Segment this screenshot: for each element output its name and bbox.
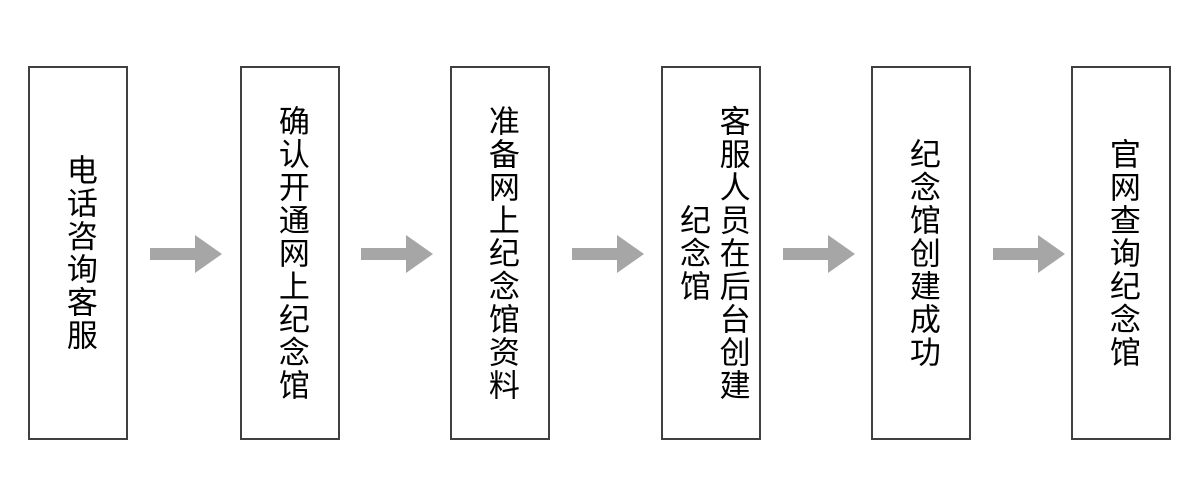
- right-arrow-icon: [361, 235, 433, 273]
- flow-arrow-1: [150, 235, 222, 273]
- right-arrow-icon: [783, 235, 855, 273]
- right-arrow-icon: [993, 235, 1065, 273]
- flow-node-step-4[interactable]: 客服人员在后台创建纪念馆: [661, 66, 761, 440]
- flow-node-label-step-1: 电话咨询客服: [60, 154, 97, 352]
- flow-node-step-3[interactable]: 准备网上纪念馆资料: [450, 66, 550, 440]
- right-arrow-icon: [150, 235, 222, 273]
- right-arrow-icon: [572, 235, 644, 273]
- flow-node-step-5[interactable]: 纪念馆创建成功: [871, 66, 971, 440]
- flow-arrow-4: [783, 235, 855, 273]
- flow-node-label-step-5: 纪念馆创建成功: [903, 137, 940, 369]
- flow-arrow-3: [572, 235, 644, 273]
- flow-node-step-1[interactable]: 电话咨询客服: [28, 66, 128, 440]
- flow-arrow-5: [993, 235, 1065, 273]
- flow-node-step-2[interactable]: 确认开通网上纪念馆: [240, 66, 340, 440]
- flow-node-label-step-6: 官网查询纪念馆: [1103, 137, 1140, 369]
- flow-node-step-6[interactable]: 官网查询纪念馆: [1071, 66, 1171, 440]
- flow-node-label-step-4: 客服人员在后台创建纪念馆: [674, 104, 750, 402]
- flow-node-label-step-3: 准备网上纪念馆资料: [482, 104, 519, 402]
- flow-arrow-2: [361, 235, 433, 273]
- flow-node-label-step-2: 确认开通网上纪念馆: [272, 104, 309, 402]
